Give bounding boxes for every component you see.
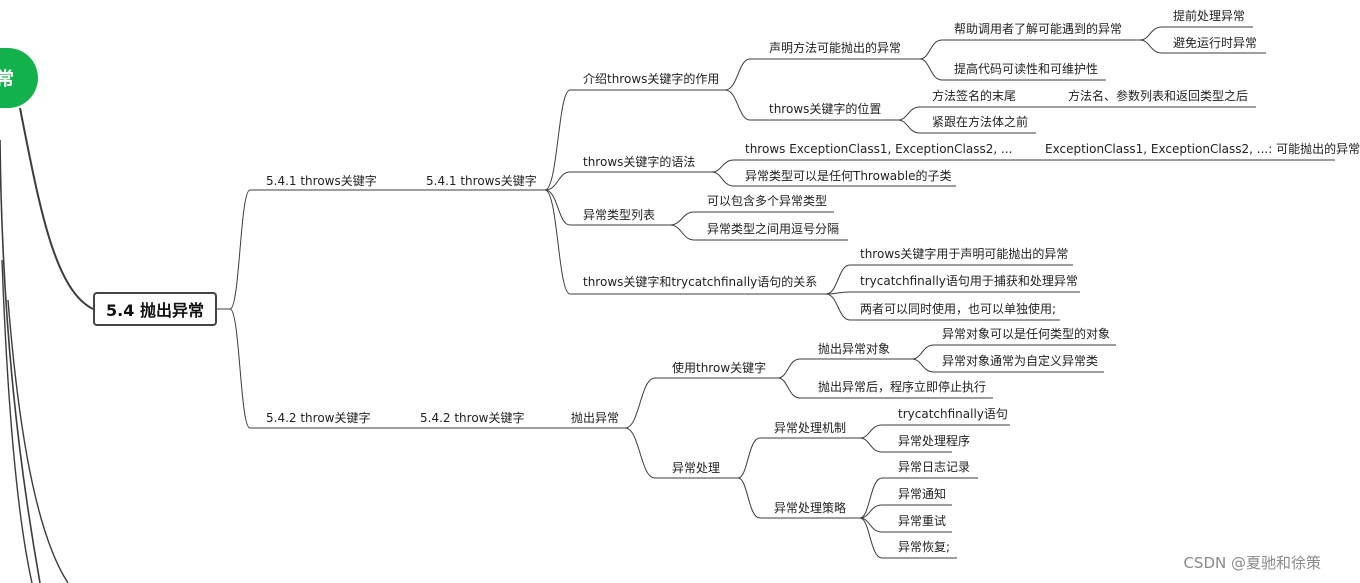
topic-notify-exception[interactable]: 异常通知 bbox=[898, 487, 947, 501]
topic-recover-exception[interactable]: 异常恢复; bbox=[898, 540, 951, 554]
topic-handle-early[interactable]: 提前处理异常 bbox=[1173, 9, 1246, 23]
topic-after-return-type[interactable]: 方法名、参数列表和返回类型之后 bbox=[1068, 89, 1249, 103]
topic-handling-strategy[interactable]: 异常处理策略 bbox=[774, 501, 847, 515]
topic-readability[interactable]: 提高代码可读性和可维护性 bbox=[954, 62, 1099, 76]
watermark: CSDN @夏驰和徐策 bbox=[1183, 554, 1321, 572]
root-topic-label: 5.4 抛出异常 bbox=[106, 301, 204, 320]
topic-help-caller[interactable]: 帮助调用者了解可能遇到的异常 bbox=[954, 22, 1123, 36]
topic-throws-541-sub[interactable]: 5.4.1 throws关键字 bbox=[426, 174, 537, 188]
topic-declare-exceptions[interactable]: 声明方法可能抛出的异常 bbox=[769, 41, 902, 55]
topic-handling-mechanism[interactable]: 异常处理机制 bbox=[774, 421, 847, 435]
topic-retry-exception[interactable]: 异常重试 bbox=[898, 514, 947, 528]
topic-trycatch-handles[interactable]: trycatchfinally语句用于捕获和处理异常 bbox=[860, 274, 1078, 288]
topic-throws-position[interactable]: throws关键字的位置 bbox=[769, 102, 882, 116]
topic-stop-execution[interactable]: 抛出异常后，程序立即停止执行 bbox=[818, 380, 987, 394]
root-topic-node[interactable]: 5.4 抛出异常 bbox=[93, 292, 217, 326]
topic-throw-542-sub[interactable]: 5.4.2 throw关键字 bbox=[420, 411, 525, 425]
topic-any-throwable[interactable]: 异常类型可以是任何Throwable的子类 bbox=[745, 169, 952, 183]
topic-avoid-runtime[interactable]: 避免运行时异常 bbox=[1173, 36, 1258, 50]
parent-topic-label: 常 bbox=[0, 69, 14, 90]
topic-syntax-form[interactable]: throws ExceptionClass1, ExceptionClass2,… bbox=[745, 142, 1013, 156]
topic-intro-throws[interactable]: 介绍throws关键字的作用 bbox=[583, 72, 720, 86]
topic-signature-end[interactable]: 方法签名的末尾 bbox=[932, 89, 1017, 103]
topic-custom-class[interactable]: 异常对象通常为自定义异常类 bbox=[942, 354, 1099, 368]
topic-use-throw[interactable]: 使用throw关键字 bbox=[672, 361, 767, 375]
topic-trycatchfinally[interactable]: trycatchfinally语句 bbox=[898, 407, 1008, 421]
topic-exception-list[interactable]: 异常类型列表 bbox=[583, 208, 656, 222]
topic-throw-542[interactable]: 5.4.2 throw关键字 bbox=[266, 411, 371, 425]
topic-throws-syntax[interactable]: throws关键字的语法 bbox=[583, 155, 696, 169]
topic-throw-object[interactable]: 抛出异常对象 bbox=[818, 342, 891, 356]
topic-throws-trycatch-relation[interactable]: throws关键字和trycatchfinally语句的关系 bbox=[583, 275, 818, 289]
topic-before-body[interactable]: 紧跟在方法体之前 bbox=[932, 115, 1029, 129]
topic-exception-handling[interactable]: 异常处理 bbox=[672, 461, 721, 475]
topic-comma-separated[interactable]: 异常类型之间用逗号分隔 bbox=[707, 222, 840, 236]
topic-multiple-types[interactable]: 可以包含多个异常类型 bbox=[707, 194, 828, 208]
topic-throws-541[interactable]: 5.4.1 throws关键字 bbox=[266, 174, 377, 188]
topic-throw-exception[interactable]: 抛出异常 bbox=[571, 411, 620, 425]
topic-handler-program[interactable]: 异常处理程序 bbox=[898, 434, 971, 448]
topic-both-usable[interactable]: 两者可以同时使用，也可以单独使用; bbox=[860, 302, 1057, 316]
topic-syntax-detail[interactable]: ExceptionClass1, ExceptionClass2, ...: 可… bbox=[1045, 142, 1360, 156]
topic-log-exception[interactable]: 异常日志记录 bbox=[898, 460, 971, 474]
topic-throws-declares[interactable]: throws关键字用于声明可能抛出的异常 bbox=[860, 247, 1069, 261]
topic-any-object[interactable]: 异常对象可以是任何类型的对象 bbox=[942, 327, 1111, 341]
